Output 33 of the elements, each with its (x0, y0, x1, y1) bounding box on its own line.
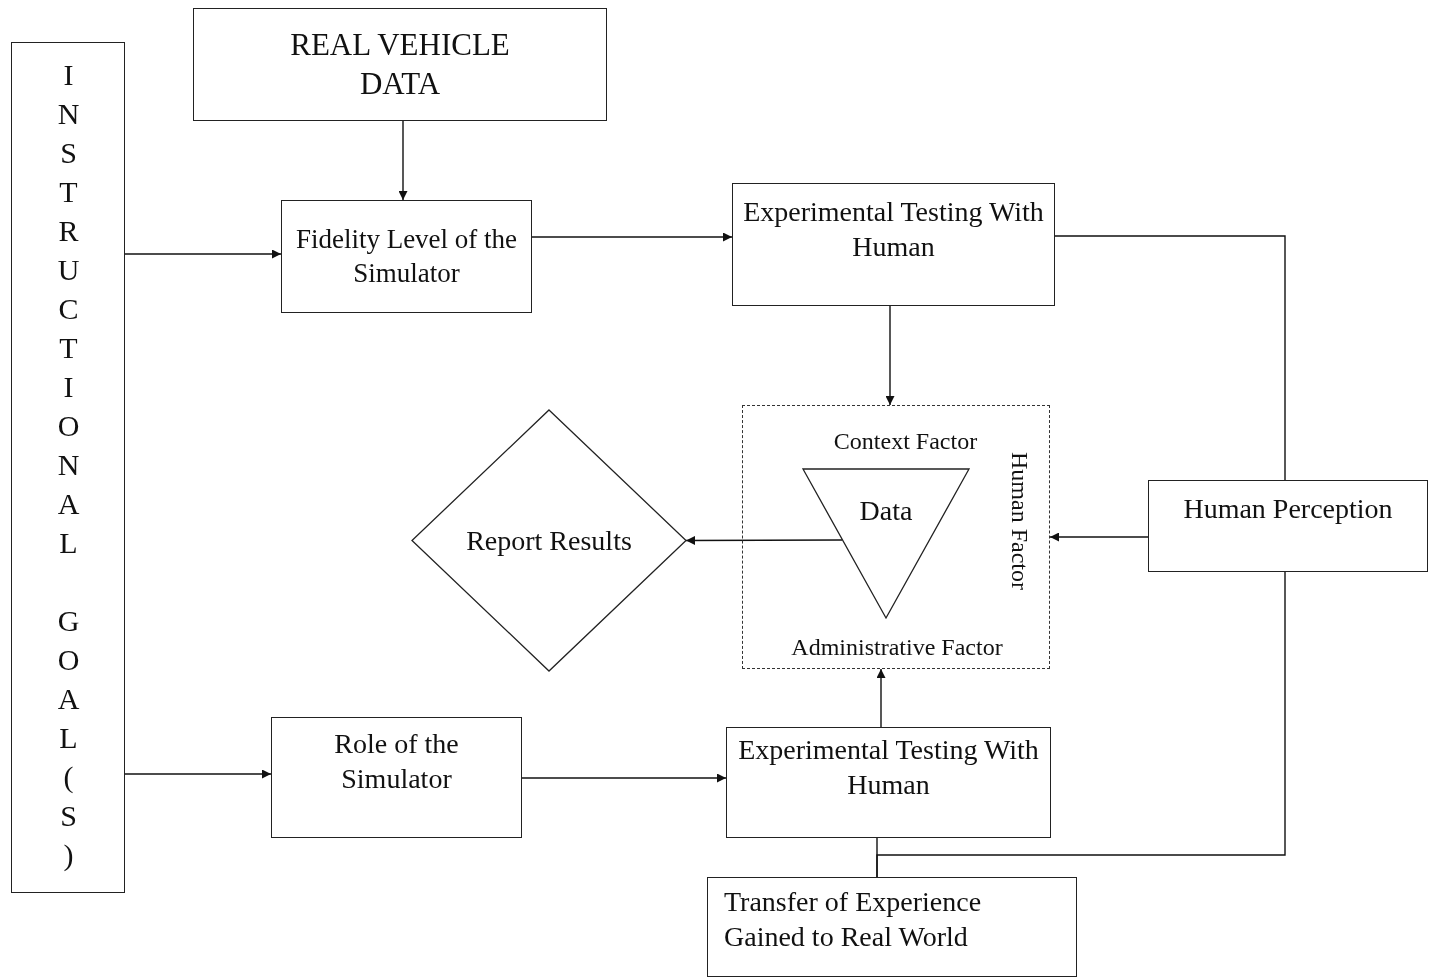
node-label: Transfer of Experience Gained to Real World (723, 885, 983, 954)
arrow (124, 249, 282, 259)
node-label: Data (859, 494, 913, 528)
arrow (685, 535, 843, 545)
arrow (885, 305, 895, 406)
node-label: Role of the Simulator (333, 727, 460, 796)
node-label: REAL VEHICLE DATA (289, 25, 511, 103)
factor-label: Context Factor (832, 427, 979, 456)
process-box (1148, 480, 1428, 572)
arrow (1049, 532, 1149, 542)
process-box (193, 8, 607, 121)
arrow (876, 668, 886, 728)
connector-line (1054, 235, 1286, 481)
node-label: Experimental Testing With Human (742, 195, 1045, 264)
factor-label: Administrative Factor (790, 633, 1004, 662)
arrow (124, 769, 272, 779)
goal-box (11, 42, 125, 893)
process-box (726, 727, 1051, 838)
node-label: Fidelity Level of the Simulator (294, 222, 519, 290)
arrow (531, 232, 733, 242)
node-label: Human Perception (1183, 492, 1393, 526)
arrow (521, 773, 727, 783)
node-label: INSTRUCTIONAL GOAL(S) (53, 58, 83, 877)
process-box (271, 717, 522, 838)
arrow (398, 120, 408, 201)
dashed-group-box (742, 405, 1050, 669)
process-box (707, 877, 1077, 977)
node-label: Experimental Testing With Human (737, 733, 1040, 802)
node-label: Report Results (466, 524, 632, 558)
factor-label: Human Factor (1006, 452, 1034, 592)
process-box (732, 183, 1055, 306)
connector-line (876, 571, 1286, 878)
process-box (281, 200, 532, 313)
